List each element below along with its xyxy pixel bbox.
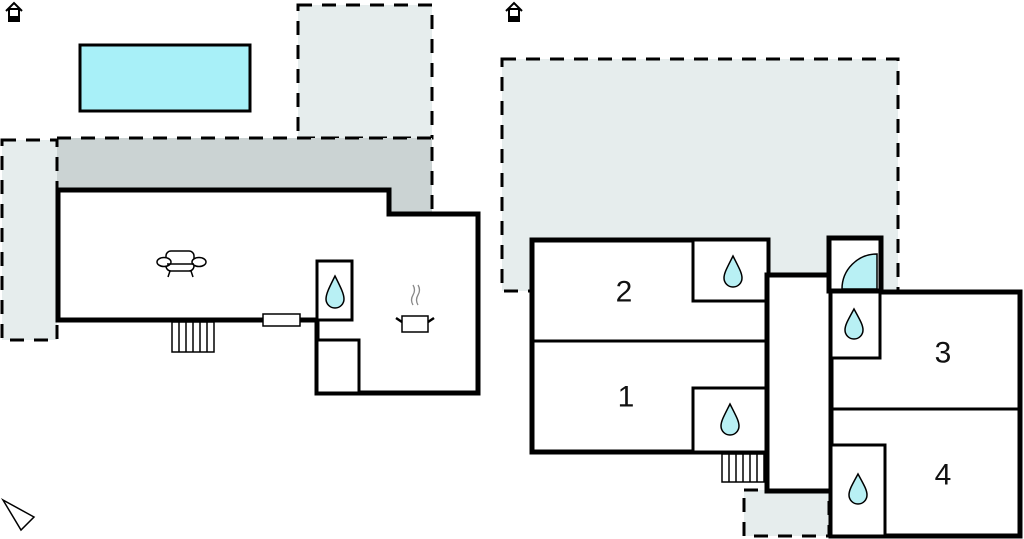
- water-drop-icon: [848, 472, 868, 505]
- water-drop-icon: [720, 402, 740, 436]
- house-entrance-icon: [505, 1, 523, 22]
- room-label-1: 1: [618, 381, 635, 414]
- stairs-icon: [721, 453, 765, 483]
- house-entrance-icon: [5, 1, 23, 22]
- pool: [78, 43, 252, 113]
- corridor: [764, 272, 834, 494]
- cooking-pot-icon: [395, 284, 435, 333]
- water-drop-icon: [325, 274, 345, 309]
- stairs-icon: [171, 321, 215, 353]
- armchair-icon: [156, 250, 207, 278]
- door-icon: [262, 313, 301, 327]
- water-drop-icon: [844, 307, 864, 340]
- water-drop-icon: [723, 254, 743, 288]
- north-arrow-icon: [0, 498, 36, 532]
- covered-terrace: [57, 138, 432, 214]
- terrace-bottom: [742, 488, 831, 538]
- terrace-left: [0, 138, 59, 342]
- covered-terrace-outline: [57, 136, 434, 214]
- room-label-4: 4: [935, 459, 952, 492]
- terrace-top: [296, 3, 434, 140]
- left-building-walls: [55, 187, 481, 396]
- shower-icon: [841, 253, 878, 290]
- storage: [315, 338, 361, 395]
- room-label-2: 2: [616, 276, 633, 309]
- room-label-3: 3: [935, 337, 952, 370]
